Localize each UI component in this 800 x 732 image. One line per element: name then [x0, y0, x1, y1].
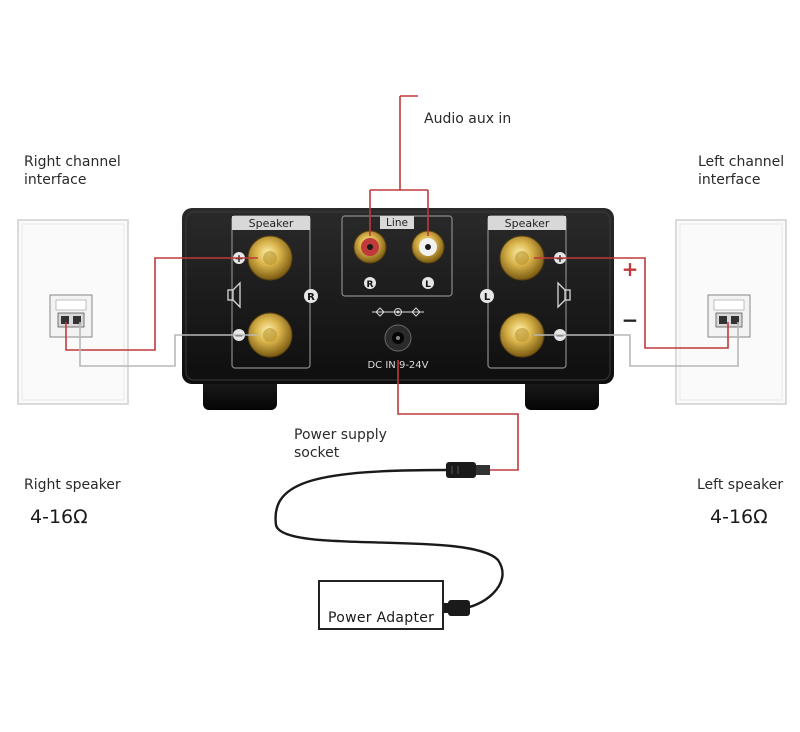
left-speaker-impedance: 4-16Ω — [710, 506, 768, 528]
speaker-icon-right — [227, 281, 241, 309]
label-right-channel-interface: Right channel interface — [24, 154, 121, 188]
side-letter-r: R — [307, 292, 315, 303]
power-adapter-label: Power Adapter — [328, 610, 435, 626]
line-header: Line — [386, 217, 408, 229]
rca-letter-l: L — [425, 280, 431, 290]
polarity-plus-marker: + — [622, 257, 639, 281]
label-right-speaker: Right speaker — [24, 477, 121, 493]
power-adapter-box — [318, 580, 444, 630]
right-speaker-terminal-plate — [49, 294, 93, 338]
polarity-symbol-icon — [372, 307, 424, 317]
power-cable — [274, 462, 504, 616]
wire-left-minus — [534, 322, 739, 367]
label-left-channel-interface: Left channel interface — [698, 154, 785, 188]
speaker-terminals-right-channel: Speaker + − R — [227, 215, 318, 369]
adapter-plug-icon — [440, 600, 470, 616]
label-power-supply-socket: Power supply socket — [294, 427, 387, 461]
wire-power — [397, 360, 519, 471]
left-speaker-terminal-plate — [707, 294, 751, 338]
rca-letter-r: R — [367, 280, 374, 290]
speaker-icon-left — [557, 281, 571, 309]
polarity-minus-marker: − — [622, 308, 639, 332]
wires — [65, 95, 739, 471]
dc-plug-icon — [446, 462, 490, 478]
wire-aux-in — [369, 95, 429, 236]
label-left-speaker: Left speaker — [697, 477, 784, 493]
line-input-group: Line R L — [341, 215, 453, 297]
speaker-terminals-left-channel: Speaker + − L — [480, 215, 571, 369]
side-letter-l: L — [484, 292, 491, 303]
left-speaker-cabinet — [675, 219, 787, 405]
speaker-header-left-channel: Speaker — [505, 217, 550, 230]
wire-right-minus — [79, 322, 258, 367]
wire-right-plus — [65, 257, 258, 351]
amplifier-body: Speaker + − R Line — [182, 208, 614, 410]
wire-left-plus — [534, 257, 729, 349]
right-speaker-cabinet — [17, 219, 129, 405]
label-audio-aux-in: Audio aux in — [424, 111, 512, 127]
speaker-header-right-channel: Speaker — [249, 217, 294, 230]
right-speaker-impedance: 4-16Ω — [30, 506, 88, 528]
